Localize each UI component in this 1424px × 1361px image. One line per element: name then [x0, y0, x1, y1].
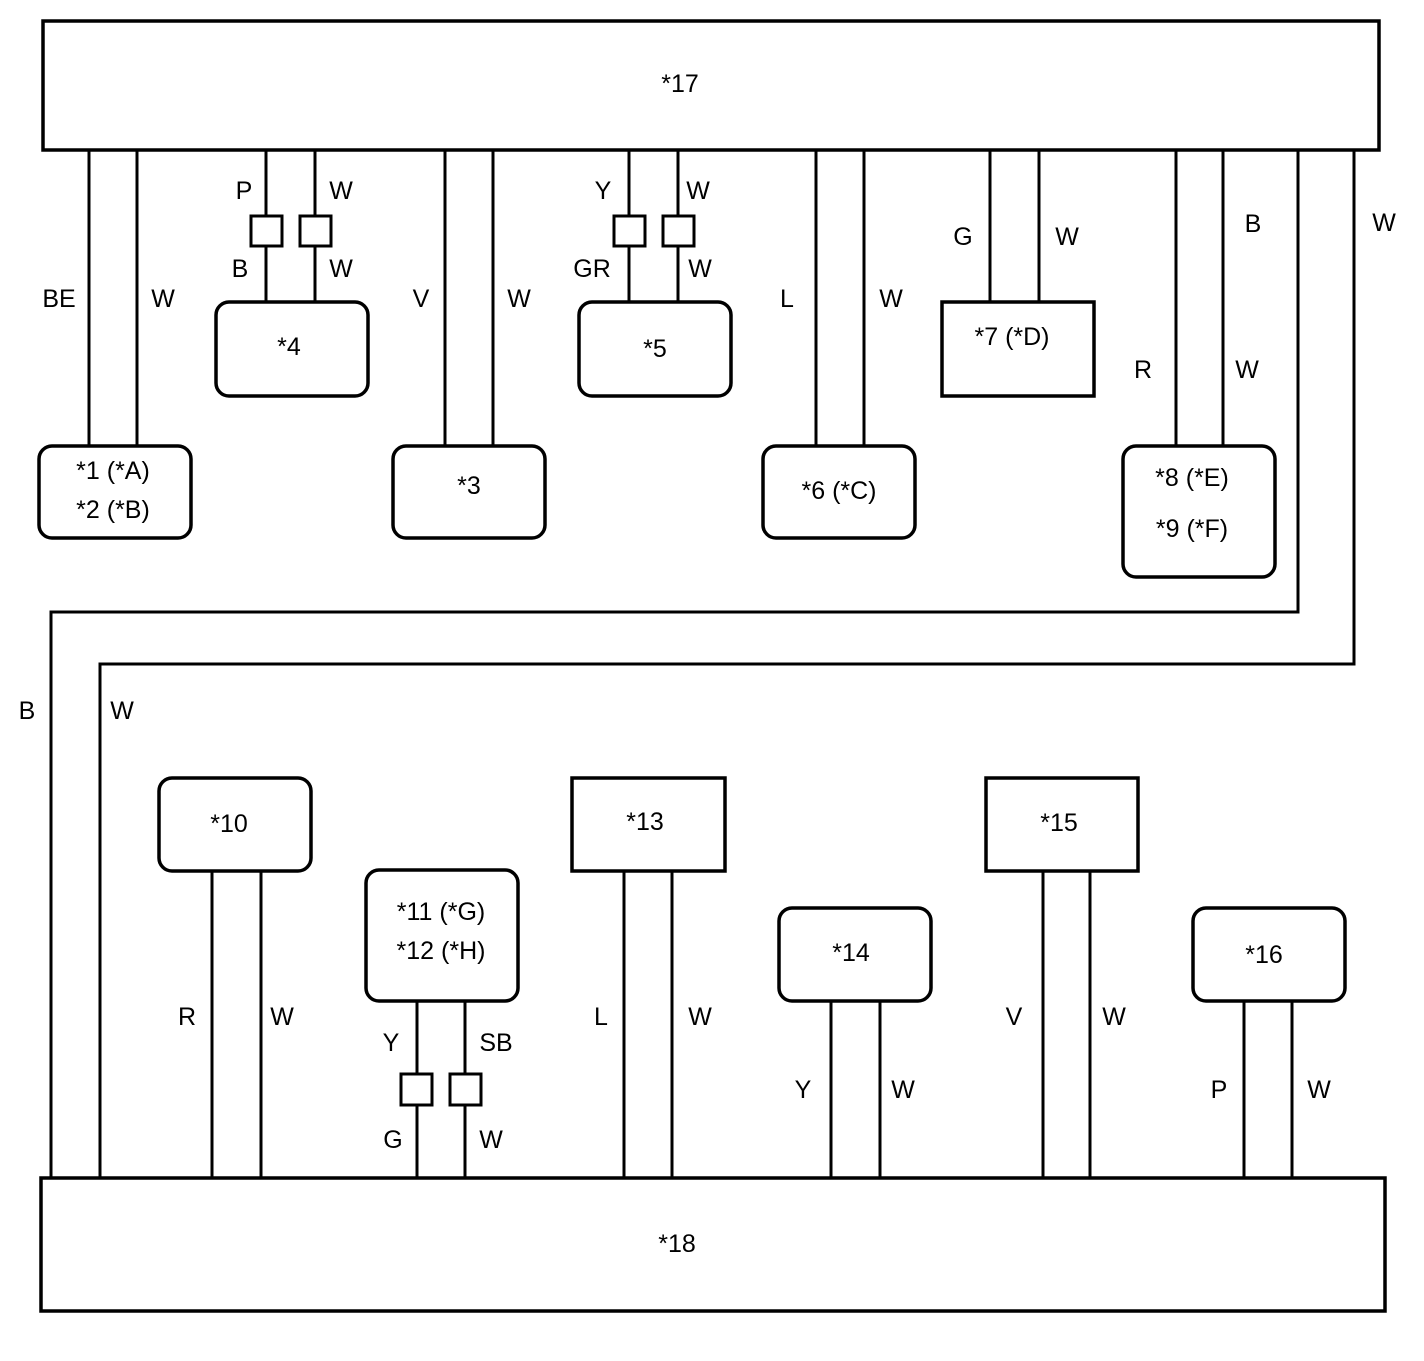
- wire-label-c13-a: L: [594, 1003, 608, 1031]
- wire-label-c10-b: W: [270, 1003, 294, 1031]
- wire-loop-w: [98, 150, 1356, 1178]
- wire-label-c15-b: W: [1102, 1003, 1126, 1031]
- wire-label-loop-w-left: W: [110, 697, 134, 725]
- wire-label-c3-a: V: [413, 285, 430, 313]
- wire-label-c14-a: Y: [795, 1076, 812, 1104]
- connector-c4-a: [249, 214, 284, 248]
- wire-label-c5-b-bottom: W: [688, 255, 712, 283]
- wire-label-c11-a-bottom: G: [383, 1126, 402, 1154]
- wire-label-c4-a-top: P: [236, 177, 253, 205]
- component-10-label: *10: [210, 810, 248, 838]
- wire-label-c7-a: G: [953, 223, 972, 251]
- component-16-label: *16: [1245, 941, 1283, 969]
- wire-label-loop-w-top: W: [1372, 209, 1396, 237]
- component-14-label: *14: [832, 939, 870, 967]
- wire-label-c4-a-bottom: B: [232, 255, 249, 283]
- component-1-label-2: *2 (*B): [76, 496, 150, 524]
- components: *17 *18 *1 (*A) *2 (*B) *4 *3 *5 *6 (*C): [37, 19, 1387, 1313]
- wire-label-c10-a: R: [178, 1003, 196, 1031]
- component-4-label: *4: [277, 333, 301, 361]
- component-13: *13: [570, 776, 727, 873]
- component-13-label: *13: [626, 808, 664, 836]
- component-15: *15: [984, 776, 1140, 873]
- wire-label-c14-b: W: [891, 1076, 915, 1104]
- wire-label-loop-b-left: B: [19, 697, 36, 725]
- component-10: *10: [157, 776, 313, 873]
- wire-label-c16-a: P: [1211, 1076, 1228, 1104]
- component-8-label-2: *9 (*F): [1156, 515, 1228, 543]
- component-17-label: *17: [661, 70, 699, 98]
- wire-label-c5-a-top: Y: [595, 177, 612, 205]
- wire-label-c6-a: L: [780, 285, 794, 313]
- component-1: *1 (*A) *2 (*B): [37, 444, 193, 540]
- component-18: *18: [39, 1176, 1387, 1313]
- component-17: *17: [41, 19, 1381, 152]
- wire-label-c11-b-bottom: W: [479, 1126, 503, 1154]
- wire-label-c13-b: W: [688, 1003, 712, 1031]
- inline-connectors: [249, 214, 696, 1107]
- connector-c5-b: [661, 214, 696, 248]
- wire-label-c1-a: BE: [42, 285, 75, 313]
- wire-label-c1-b: W: [151, 285, 175, 313]
- component-5: *5: [577, 300, 733, 398]
- wires: [49, 150, 1356, 1178]
- component-3-label: *3: [457, 472, 481, 500]
- wire-label-c4-b-top: W: [329, 177, 353, 205]
- wire-label-c16-b: W: [1307, 1076, 1331, 1104]
- connector-c4-b: [298, 214, 333, 248]
- component-11-label-1: *11 (*G): [397, 898, 485, 926]
- component-18-label: *18: [658, 1230, 696, 1258]
- component-5-label: *5: [643, 335, 667, 363]
- component-7: *7 (*D): [940, 300, 1096, 398]
- component-11-label-2: *12 (*H): [397, 937, 486, 965]
- wire-label-c11-b-top: SB: [479, 1029, 512, 1057]
- component-14: *14: [777, 906, 933, 1003]
- wire-label-c8-b: W: [1235, 356, 1259, 384]
- component-4: *4: [214, 300, 370, 398]
- component-16: *16: [1191, 906, 1347, 1003]
- wire-label-c7-b: W: [1055, 223, 1079, 251]
- component-6-label: *6 (*C): [801, 477, 876, 505]
- connector-c5-a: [612, 214, 647, 248]
- wire-label-c4-b-bottom: W: [329, 255, 353, 283]
- component-3: *3: [391, 444, 547, 540]
- wire-labels: BE W P W B W V W Y W GR W L W G W R W B …: [19, 177, 1397, 1154]
- component-8: *8 (*E) *9 (*F): [1121, 444, 1277, 579]
- wire-label-c8-a: R: [1134, 356, 1152, 384]
- component-1-label-1: *1 (*A): [76, 457, 150, 485]
- component-11: *11 (*G) *12 (*H): [364, 868, 520, 1003]
- wire-label-c5-b-top: W: [686, 177, 710, 205]
- wire-label-c15-a: V: [1006, 1003, 1023, 1031]
- component-6: *6 (*C): [761, 444, 917, 540]
- wire-label-c5-a-bottom: GR: [573, 255, 611, 283]
- connector-c11-b: [448, 1072, 483, 1107]
- component-15-label: *15: [1040, 809, 1078, 837]
- wire-label-loop-b-top: B: [1245, 210, 1262, 238]
- wire-loop-b: [49, 150, 1300, 1178]
- component-8-label-1: *8 (*E): [1155, 464, 1229, 492]
- connector-c11-a: [399, 1072, 434, 1107]
- wire-label-c6-b: W: [879, 285, 903, 313]
- wire-label-c11-a-top: Y: [383, 1029, 400, 1057]
- wire-label-c3-b: W: [507, 285, 531, 313]
- component-7-label: *7 (*D): [974, 323, 1049, 351]
